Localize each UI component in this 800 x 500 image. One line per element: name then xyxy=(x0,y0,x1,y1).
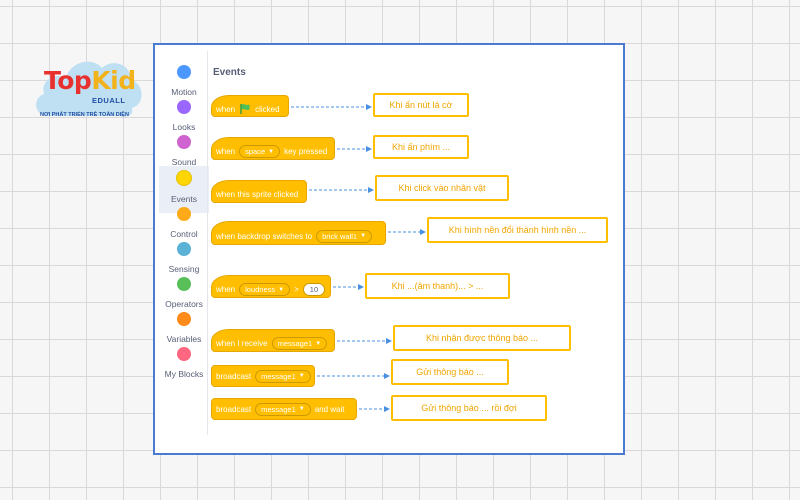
chevron-down-icon: ▼ xyxy=(315,340,322,347)
brand-name: TopKid xyxy=(44,66,136,95)
annotation-backdrop: Khi hình nền đổi thành hình nền ... xyxy=(427,217,608,243)
category-sensing[interactable]: Sensing xyxy=(159,242,209,277)
chevron-down-icon: ▼ xyxy=(298,406,305,412)
annotation-flag: Khi ấn nút lá cờ xyxy=(373,93,469,117)
annotation-broadcast-wait: Gửi thông báo ... rồi đợi xyxy=(391,395,547,421)
when-flag-clicked-block[interactable]: when clicked xyxy=(211,95,289,117)
when-i-receive-block[interactable]: when I receive message1▼ xyxy=(211,329,335,352)
when-loudness-greater-block[interactable]: when loudness▼ > 10 xyxy=(211,275,331,298)
chevron-down-icon: ▼ xyxy=(278,286,285,293)
looks-dot-icon xyxy=(177,100,191,114)
category-events[interactable]: Events xyxy=(159,166,209,213)
chevron-down-icon: ▼ xyxy=(360,233,367,239)
chevron-down-icon: ▼ xyxy=(268,148,275,155)
brand-sub: EDUALL xyxy=(92,96,126,105)
receive-message-dropdown[interactable]: message1▼ xyxy=(271,337,328,350)
annotation-key: Khi ấn phím ... xyxy=(373,135,469,159)
connector-arrows xyxy=(291,104,426,412)
category-my-blocks[interactable]: My Blocks xyxy=(159,347,209,382)
sensor-dropdown[interactable]: loudness▼ xyxy=(239,283,291,296)
annotation-sprite: Khi click vào nhân vật xyxy=(375,175,509,201)
category-looks[interactable]: Looks xyxy=(159,100,209,135)
threshold-input[interactable]: 10 xyxy=(302,283,326,296)
annotation-receive: Khi nhận được thông báo ... xyxy=(393,325,571,351)
sensing-dot-icon xyxy=(177,242,191,256)
variables-dot-icon xyxy=(177,312,191,326)
category-sidebar: Motion Looks Sound Events Control Sensin… xyxy=(155,45,209,437)
broadcast-block[interactable]: broadcast message1▼ xyxy=(211,365,315,387)
sound-dot-icon xyxy=(177,135,191,149)
broadcast-message-dropdown[interactable]: message1▼ xyxy=(255,369,311,383)
operators-dot-icon xyxy=(177,277,191,291)
motion-dot-icon xyxy=(177,65,191,79)
when-key-pressed-block[interactable]: when space▼ key pressed xyxy=(211,137,335,160)
key-dropdown[interactable]: space▼ xyxy=(239,145,281,158)
brand-tagline: NƠI PHÁT TRIỂN TRẺ TOÀN DIỆN xyxy=(40,112,129,118)
category-motion[interactable]: Motion xyxy=(159,65,209,100)
category-control[interactable]: Control xyxy=(159,207,209,242)
events-dot-icon xyxy=(176,170,192,186)
green-flag-icon xyxy=(240,104,250,114)
category-variables[interactable]: Variables xyxy=(159,312,209,347)
cloud-shape xyxy=(36,61,142,117)
topkid-logo: TopKid EDUALL xyxy=(30,46,148,124)
backdrop-dropdown[interactable]: brick wall1▼ xyxy=(316,229,373,243)
sidebar-divider xyxy=(207,51,208,435)
when-sprite-clicked-block[interactable]: when this sprite clicked xyxy=(211,180,307,203)
annotation-broadcast: Gửi thông báo ... xyxy=(391,359,509,385)
scratch-screenshot-frame: Motion Looks Sound Events Control Sensin… xyxy=(153,43,625,455)
broadcast-wait-message-dropdown[interactable]: message1▼ xyxy=(255,402,311,416)
my-blocks-dot-icon xyxy=(177,347,191,361)
annotation-loudness: Khi ...(âm thanh)... > ... xyxy=(365,273,510,299)
category-sound[interactable]: Sound xyxy=(159,135,209,170)
broadcast-and-wait-block[interactable]: broadcast message1▼ and wait xyxy=(211,398,357,420)
control-dot-icon xyxy=(177,207,191,221)
category-operators[interactable]: Operators xyxy=(159,277,209,312)
chevron-down-icon: ▼ xyxy=(298,373,305,379)
when-backdrop-switches-block[interactable]: when backdrop switches to brick wall1▼ xyxy=(211,221,386,245)
palette-title: Events xyxy=(213,67,246,78)
